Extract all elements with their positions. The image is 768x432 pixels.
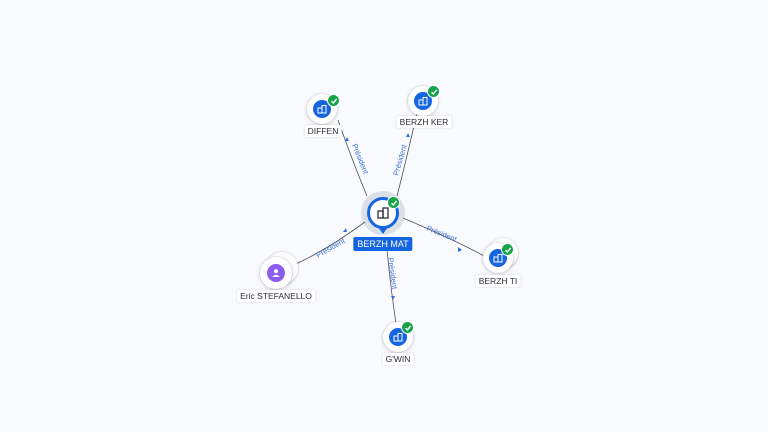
edge-arrow: [458, 247, 462, 252]
edge-arrow: [406, 133, 410, 137]
edge-label-berzh-ti: Président: [425, 224, 459, 245]
person-icon: [267, 264, 285, 282]
edge-arrow: [391, 296, 395, 300]
node-label: G'WIN: [382, 353, 414, 365]
edge-label-diffen: Président: [350, 142, 371, 176]
node-label: Eric STEFANELLO: [237, 290, 315, 302]
pin-tip: [378, 227, 388, 234]
node-label: BERZH MAT: [353, 237, 413, 251]
edge-label-gwin: Président: [386, 257, 399, 291]
node-label: DIFFEN: [304, 125, 342, 137]
verified-check-icon: [501, 243, 514, 256]
verified-check-icon: [387, 196, 400, 209]
verified-check-icon: [401, 321, 414, 334]
node-label: BERZH KER: [396, 116, 452, 128]
building-icon: [414, 92, 432, 110]
edge-label-eric: Président: [315, 236, 348, 260]
building-icon: [313, 100, 331, 118]
verified-check-icon: [327, 94, 340, 107]
edge-berzh-ti: [402, 217, 489, 259]
edge-arrow: [343, 228, 347, 232]
node-label: BERZH TI: [475, 275, 521, 287]
building-icon: [376, 206, 390, 220]
edge-arrow: [345, 137, 349, 141]
verified-check-icon: [427, 85, 440, 98]
